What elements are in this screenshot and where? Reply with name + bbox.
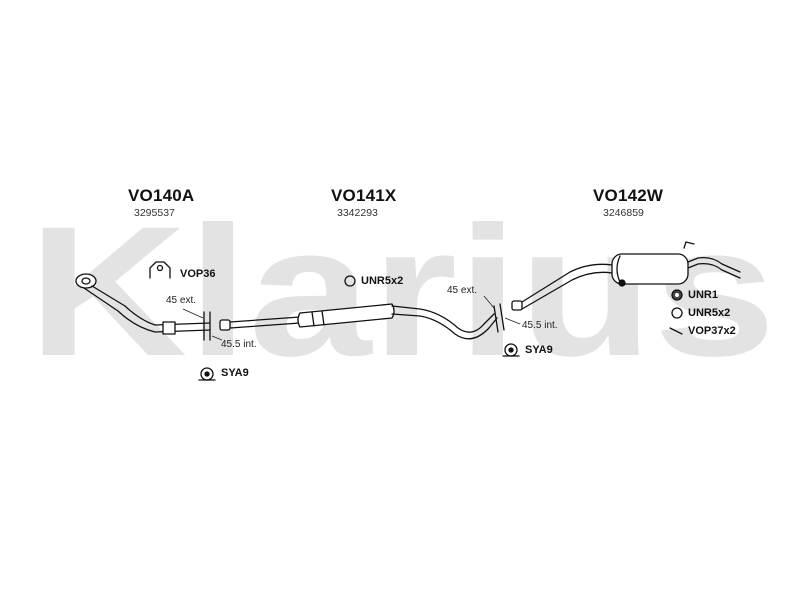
- clamp-icon: [502, 343, 520, 357]
- rear-pipe: [511, 263, 613, 311]
- part-label-sya9-right: SYA9: [525, 344, 553, 356]
- clamp-icon: [198, 367, 216, 381]
- part-label-unr1: UNR1: [688, 289, 718, 301]
- dimension-left-ext: 45 ext.: [166, 295, 197, 306]
- intermediate-pipe: [219, 316, 301, 331]
- part-label-sya9-left: SYA9: [221, 367, 249, 379]
- part-label-unr5x2-mid: UNR5x2: [361, 275, 404, 287]
- right-int-leader: [504, 317, 521, 325]
- dimension-right-int: 45.5 int.: [522, 320, 558, 331]
- section-ref-1: 3295537: [134, 207, 175, 219]
- ring-icon: [671, 307, 683, 319]
- klarius-watermark-logo: Klarius: [28, 205, 776, 380]
- left-joint-marker: [203, 311, 211, 341]
- right-ext-leader: [483, 295, 495, 309]
- watermark-text: Klarius: [28, 205, 776, 380]
- section-part-number-1: VO140A: [128, 186, 195, 205]
- centre-silencer: [297, 303, 498, 340]
- bracket-icon: [669, 327, 683, 335]
- section-ref-2: 3342293: [337, 207, 378, 219]
- dimension-left-int: 45.5 int.: [221, 339, 257, 350]
- rear-silencer: [611, 241, 741, 287]
- left-ext-leader: [182, 308, 204, 319]
- ring-icon: [344, 275, 356, 287]
- bracket-icon: [149, 261, 171, 279]
- section-part-number-2: VO141X: [331, 186, 397, 205]
- dimension-right-ext: 45 ext.: [447, 285, 478, 296]
- front-pipe: [83, 285, 211, 335]
- part-label-unr5x2-right: UNR5x2: [688, 307, 731, 319]
- right-joint-marker: [493, 303, 505, 333]
- section-part-number-3: VO142W: [593, 186, 664, 205]
- left-int-leader: [211, 335, 223, 341]
- rubber-mount-icon: [671, 289, 683, 301]
- part-label-vop36: VOP36: [180, 268, 216, 280]
- section-ref-3: 3246859: [603, 207, 644, 219]
- front-pipe-flange: [75, 273, 97, 289]
- part-label-vop37x2: VOP37x2: [688, 325, 736, 337]
